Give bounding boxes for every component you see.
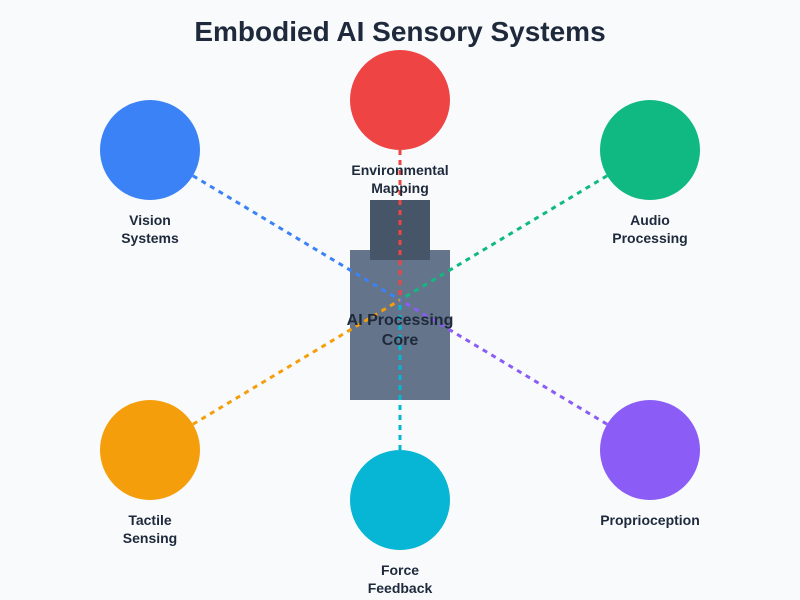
environmental-label-line2: Mapping — [371, 180, 429, 196]
vision-label-line2: Systems — [121, 230, 179, 246]
audio-label-line2: Processing — [612, 230, 687, 246]
tactile-label-line2: Sensing — [123, 530, 177, 546]
environmental-label-line1: Environmental — [351, 162, 448, 178]
diagram-title: Embodied AI Sensory Systems — [194, 16, 605, 47]
audio-label-line1: Audio — [630, 212, 670, 228]
proprioception-link — [399, 298, 608, 426]
audio-node — [600, 100, 700, 200]
core-label-line2: Core — [382, 332, 419, 349]
force-label-line2: Feedback — [368, 580, 433, 596]
proprioception-node — [600, 400, 700, 500]
environmental-node — [350, 50, 450, 150]
vision-label-line1: Vision — [129, 212, 171, 228]
vision-link — [192, 174, 401, 302]
tactile-node — [100, 400, 200, 500]
tactile-link — [192, 298, 401, 426]
core-label-line1: AI Processing — [347, 312, 454, 329]
proprioception-label-line1: Proprioception — [600, 512, 700, 528]
force-node — [350, 450, 450, 550]
force-label-line1: Force — [381, 562, 419, 578]
vision-node — [100, 100, 200, 200]
tactile-label-line1: Tactile — [128, 512, 172, 528]
audio-link — [399, 174, 608, 302]
